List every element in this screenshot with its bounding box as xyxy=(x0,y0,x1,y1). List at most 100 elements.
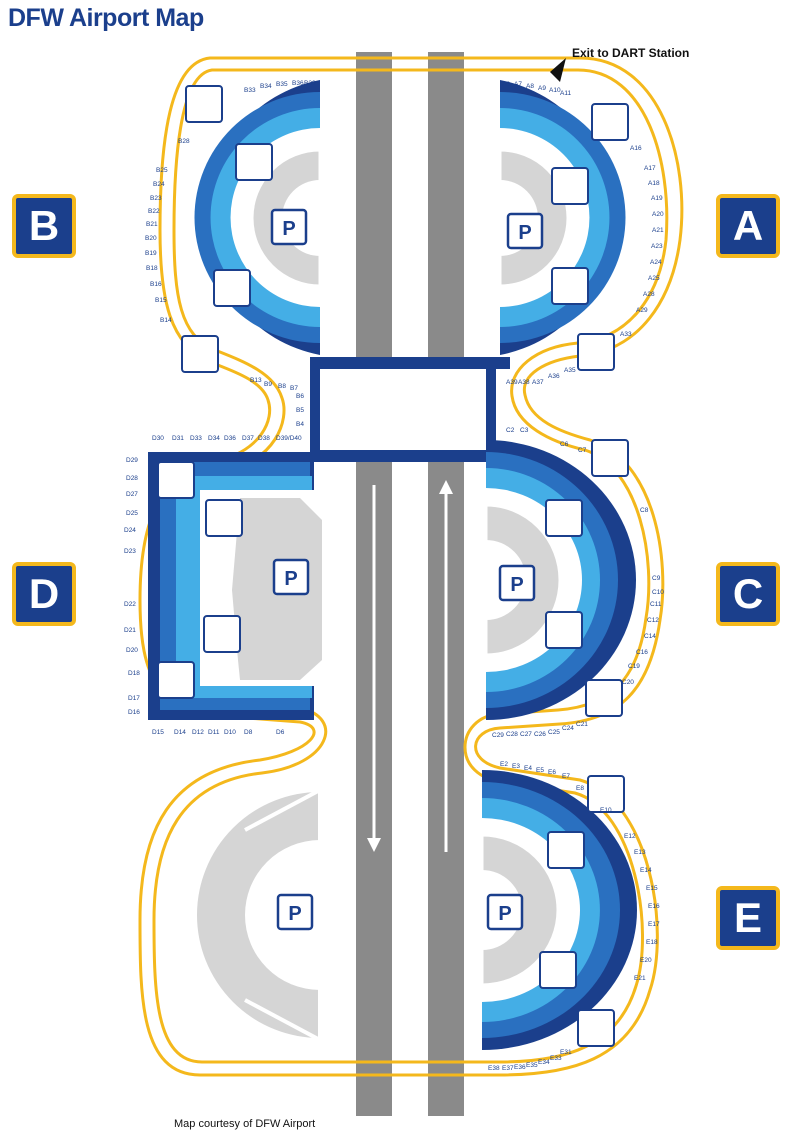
connector-top xyxy=(310,357,510,369)
svg-text:B13: B13 xyxy=(250,377,262,384)
svg-text:D15: D15 xyxy=(152,729,164,736)
svg-text:B6: B6 xyxy=(296,393,304,400)
svg-text:P: P xyxy=(282,218,295,240)
svg-text:E34: E34 xyxy=(538,1059,550,1066)
terminal-e-label: E xyxy=(716,886,780,950)
svg-text:C27: C27 xyxy=(520,731,532,738)
gate-labels-b: B33 B34 B35 B36 B39 B28 B25 B24 B23 B22 … xyxy=(145,80,316,428)
svg-text:C6: C6 xyxy=(560,441,569,448)
svg-text:B8: B8 xyxy=(278,383,286,390)
svg-text:E20: E20 xyxy=(640,957,652,964)
svg-text:B4: B4 xyxy=(296,421,304,428)
svg-text:A8: A8 xyxy=(526,83,534,90)
svg-text:B9: B9 xyxy=(264,381,272,388)
svg-text:E37: E37 xyxy=(502,1065,514,1072)
svg-text:E6: E6 xyxy=(548,769,556,776)
svg-text:B16: B16 xyxy=(150,281,162,288)
svg-text:A37: A37 xyxy=(532,379,544,386)
svg-text:A36: A36 xyxy=(548,373,560,380)
svg-text:C9: C9 xyxy=(652,575,661,582)
svg-text:D23: D23 xyxy=(124,548,136,555)
svg-text:B34: B34 xyxy=(260,83,272,90)
svg-text:E16: E16 xyxy=(648,903,660,910)
svg-text:D29: D29 xyxy=(126,457,138,464)
svg-text:B15: B15 xyxy=(155,297,167,304)
svg-text:C28: C28 xyxy=(506,731,518,738)
gate-labels-c: C2 C3 C6 C7 C8 C9 C10 C11 C12 C14 C16 C1… xyxy=(492,427,664,739)
svg-text:D34: D34 xyxy=(208,435,220,442)
svg-text:D33: D33 xyxy=(190,435,202,442)
svg-text:D16: D16 xyxy=(128,709,140,716)
svg-text:D24: D24 xyxy=(124,527,136,534)
svg-text:C25: C25 xyxy=(548,729,560,736)
svg-text:A11: A11 xyxy=(560,90,571,97)
svg-text:A18: A18 xyxy=(648,180,660,187)
svg-text:E35: E35 xyxy=(526,1062,538,1069)
svg-text:D37: D37 xyxy=(242,435,254,442)
svg-text:D38: D38 xyxy=(258,435,270,442)
skylink-station-icon xyxy=(157,85,629,1047)
svg-text:B39: B39 xyxy=(304,80,316,87)
svg-text:E31: E31 xyxy=(560,1049,572,1056)
connector-bottom xyxy=(310,450,510,462)
svg-text:E12: E12 xyxy=(624,833,636,840)
svg-text:B19: B19 xyxy=(145,250,157,257)
svg-text:C14: C14 xyxy=(644,633,656,640)
svg-text:D6: D6 xyxy=(276,729,285,736)
parking-icon xyxy=(270,208,544,931)
terminal-a-label: A xyxy=(716,194,780,258)
svg-text:C24: C24 xyxy=(562,725,574,732)
gate-labels-a: A6 A7 A8 A9 A10 A11 A16 A17 A18 A19 A20 … xyxy=(502,81,664,386)
svg-text:A29: A29 xyxy=(636,307,648,314)
svg-text:C11: C11 xyxy=(650,601,662,608)
skylink-train-route xyxy=(138,56,684,1077)
svg-text:D8: D8 xyxy=(244,729,253,736)
exit-to-dart-label: Exit to DART Station xyxy=(572,46,690,60)
terminal-c-label: C xyxy=(716,562,780,626)
svg-text:B5: B5 xyxy=(296,407,304,414)
svg-text:E5: E5 xyxy=(536,767,544,774)
svg-text:A9: A9 xyxy=(538,85,546,92)
svg-text:A25: A25 xyxy=(648,275,660,282)
svg-text:A38: A38 xyxy=(518,379,530,386)
svg-text:A6: A6 xyxy=(502,81,510,88)
page-title: DFW Airport Map xyxy=(8,4,204,32)
svg-text:B28: B28 xyxy=(178,138,190,145)
svg-text:P: P xyxy=(518,222,531,244)
svg-text:C3: C3 xyxy=(520,427,529,434)
exit-arrow-icon xyxy=(550,58,566,82)
svg-text:E2: E2 xyxy=(500,761,508,768)
svg-text:D18: D18 xyxy=(128,670,140,677)
svg-text:E21: E21 xyxy=(634,975,646,982)
svg-text:A28: A28 xyxy=(643,291,655,298)
svg-text:D27: D27 xyxy=(126,491,138,498)
map-credit: Map courtesy of DFW Airport xyxy=(174,1118,316,1130)
svg-text:C29: C29 xyxy=(492,732,504,739)
svg-text:A35: A35 xyxy=(564,367,576,374)
gate-labels-d: D30 D31 D33 D34 D36 D37 D38 D39/D40 D29 … xyxy=(124,435,302,736)
svg-text:A21: A21 xyxy=(652,227,664,234)
svg-text:B36: B36 xyxy=(292,80,304,87)
svg-text:B35: B35 xyxy=(276,81,288,88)
svg-text:C19: C19 xyxy=(628,663,640,670)
svg-text:B22: B22 xyxy=(148,208,160,215)
terminal-b-label: B xyxy=(12,194,76,258)
svg-text:A24: A24 xyxy=(650,259,662,266)
svg-text:D20: D20 xyxy=(126,647,138,654)
svg-text:C2: C2 xyxy=(506,427,515,434)
svg-text:C16: C16 xyxy=(636,649,648,656)
svg-text:B24: B24 xyxy=(153,181,165,188)
parking-lot-structure xyxy=(193,787,322,1043)
svg-text:A23: A23 xyxy=(651,243,663,250)
svg-text:C7: C7 xyxy=(578,447,587,454)
svg-text:P: P xyxy=(498,903,511,925)
svg-text:C10: C10 xyxy=(652,589,664,596)
svg-text:C8: C8 xyxy=(640,507,649,514)
svg-text:A17: A17 xyxy=(644,165,656,172)
svg-text:B23: B23 xyxy=(150,195,162,202)
svg-text:C26: C26 xyxy=(534,731,546,738)
svg-text:B20: B20 xyxy=(145,235,157,242)
svg-text:A33: A33 xyxy=(620,331,632,338)
svg-text:D25: D25 xyxy=(126,510,138,517)
gate-labels-e: E2 E3 E4 E5 E6 E7 E8 E10 E12 E13 E14 E15… xyxy=(488,761,660,1072)
